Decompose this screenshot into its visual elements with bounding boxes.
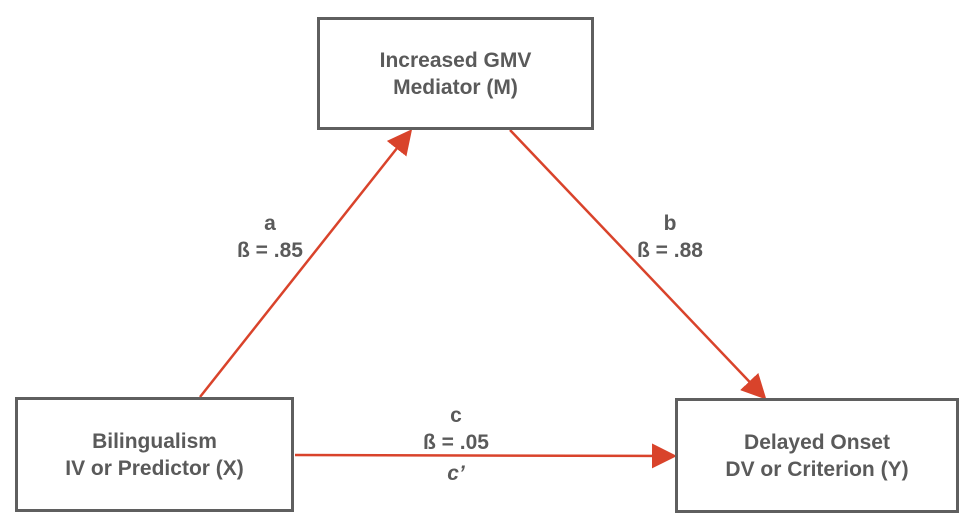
path-c-name: c	[450, 404, 462, 427]
iv-box: Bilingualism IV or Predictor (X)	[15, 397, 294, 512]
path-c-label: c ß = .05	[408, 402, 504, 456]
dv-role: DV or Criterion (Y)	[725, 457, 909, 481]
path-a-beta: ß = .85	[237, 239, 303, 262]
path-b-label: b ß = .88	[622, 210, 718, 264]
path-b-name: b	[663, 212, 677, 235]
mediator-role: Mediator (M)	[393, 75, 518, 99]
path-b-beta: ß = .88	[637, 239, 703, 262]
dv-box: Delayed Onset DV or Criterion (Y)	[675, 398, 959, 513]
path-a-arrow	[199, 129, 413, 398]
path-a-name: a	[264, 212, 276, 235]
path-a-label: a ß = .85	[222, 210, 318, 264]
iv-title: Bilingualism	[92, 429, 217, 453]
path-c-arrow	[294, 443, 677, 469]
dv-title: Delayed Onset	[744, 430, 890, 454]
path-b-arrow	[509, 129, 767, 400]
iv-role: IV or Predictor (X)	[65, 456, 244, 480]
path-c-prime-label: c’	[447, 462, 465, 485]
mediator-title: Increased GMV	[379, 48, 532, 72]
path-c-beta: ß = .05	[423, 431, 489, 454]
mediator-box: Increased GMV Mediator (M)	[317, 17, 594, 130]
